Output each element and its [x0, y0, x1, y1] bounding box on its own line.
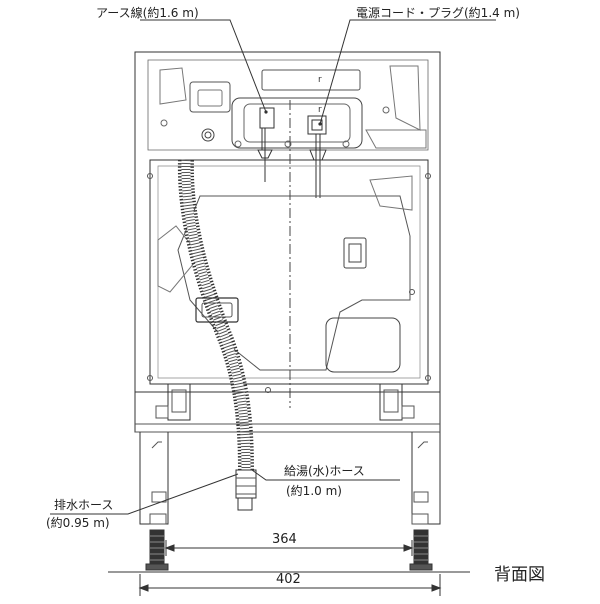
drain-hose-length: (約0.95 m) — [46, 516, 110, 530]
base-frame — [134, 383, 441, 571]
svg-text:r: r — [318, 75, 322, 85]
hose — [177, 159, 257, 511]
dimension-inner-width: 364 — [272, 532, 297, 547]
hot-water-hose-length: (約1.0 m) — [286, 484, 342, 498]
earth-wire-label: アース線(約1.6 m) — [96, 6, 199, 20]
hot-water-hose-label: 給湯(水)ホース — [284, 464, 365, 478]
drain-hose-label: 排水ホース — [54, 498, 114, 512]
dimension-outer-width: 402 — [276, 572, 301, 587]
upper-cabinet: r r — [134, 51, 441, 393]
power-cord-label: 電源コード・プラグ(約1.4 m) — [356, 6, 520, 20]
view-title: 背面図 — [494, 565, 545, 585]
svg-text:r: r — [318, 105, 322, 115]
leader-lines — [50, 19, 496, 515]
back-panel — [147, 159, 431, 393]
dimension-lines — [138, 540, 442, 596]
